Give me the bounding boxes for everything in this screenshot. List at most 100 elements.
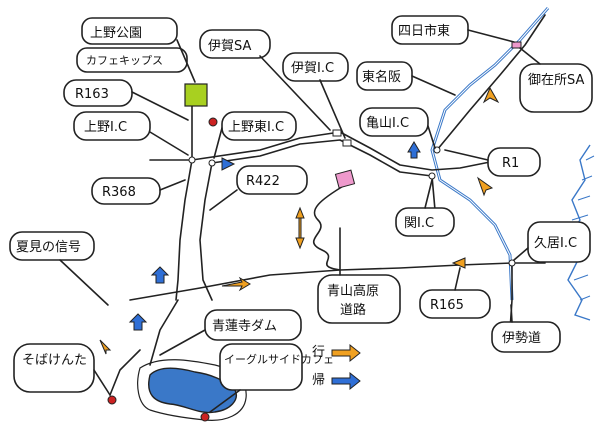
leader-ise — [510, 304, 513, 323]
higashi-meihan — [436, 14, 546, 151]
return-arrow — [150, 266, 170, 284]
return-arrow — [128, 313, 148, 331]
label-iga-ic: 伊賀I.C — [291, 61, 334, 76]
outbound-arrow — [482, 86, 500, 104]
label-aoyama-road: 道路 — [340, 302, 366, 318]
junction-dot — [208, 159, 216, 167]
leader-natsumi — [59, 259, 109, 306]
dam-road-2 — [109, 349, 141, 396]
label-ueno-park: 上野公園 — [90, 26, 142, 41]
leader-r1 — [444, 149, 489, 161]
label-bubble-r368 — [91, 177, 161, 205]
outbound-arrow — [295, 206, 305, 250]
label-soba-kentai: そばけんた — [22, 353, 87, 368]
label-kameyama-ic: 亀山I.C — [366, 116, 409, 131]
return-arrow — [451, 257, 466, 269]
label-bubble-ueno-higashi-ic — [221, 111, 297, 141]
leader-hisai — [513, 247, 529, 261]
red-location-dot — [200, 412, 210, 422]
return-arrow — [221, 157, 236, 171]
red-location-dot — [107, 395, 117, 405]
label-r163: R163 — [75, 87, 109, 102]
junction-dot — [428, 172, 436, 180]
leader-r165 — [454, 267, 461, 291]
label-bubble-ueno-park — [81, 17, 178, 45]
outbound-arrow — [221, 276, 251, 292]
label-bubble-cafe-kippus — [76, 47, 188, 73]
label-bubble-kameyama — [359, 107, 429, 137]
label-bubble-ise — [491, 321, 561, 353]
leader-kameyama — [427, 125, 436, 149]
label-bubble-dam — [204, 309, 302, 341]
toll-gate-icon — [342, 139, 352, 147]
dam-road — [149, 299, 179, 366]
label-eagleside-cafe: イーグルサイドカフェ — [224, 352, 334, 366]
label-gozaisho-sa: 御在所SA — [528, 73, 584, 88]
legend-return-arrow — [331, 371, 361, 391]
label-bubble-iga-sa — [199, 29, 271, 59]
label-aoyama-kogen: 青山高原 — [327, 283, 379, 299]
ise-road-south — [509, 262, 513, 331]
label-cafe-kippus: カフェキップス — [86, 54, 163, 67]
label-bubble-ueno-ic — [73, 111, 151, 141]
label-higashi-meihan: 東名阪 — [362, 69, 401, 85]
label-bubble-soba — [13, 343, 95, 393]
label-bubble-iga-ic — [282, 52, 349, 82]
label-hisai-ic: 久居I.C — [534, 236, 577, 251]
label-bubble-r1 — [487, 147, 541, 177]
leader-dam — [159, 329, 206, 356]
label-iga-sa: 伊賀SA — [208, 39, 251, 54]
label-r368: R368 — [102, 185, 136, 200]
label-bubble-aoyama — [317, 274, 401, 324]
leader-r163 — [131, 91, 189, 121]
leader-iga-ic — [319, 79, 346, 139]
aoyama-winding-road — [313, 184, 346, 271]
toll-gate-icon — [511, 41, 522, 49]
label-ueno-ic: 上野I.C — [84, 120, 127, 135]
meihan-expressway — [149, 131, 491, 171]
label-r422: R422 — [246, 174, 280, 189]
leader-ueno-higashi-ic — [213, 127, 223, 159]
leader-yokkaichi — [467, 29, 515, 43]
river-inner — [431, 7, 549, 301]
label-bubble-natsumi — [9, 231, 95, 261]
meihan-expressway-parallel — [211, 139, 433, 177]
lake-shore — [137, 359, 247, 421]
label-ise-road: 伊勢道 — [502, 331, 541, 346]
leader-r422 — [209, 189, 238, 211]
label-bubble-eagle-cafe — [219, 343, 303, 391]
leader-r368 — [159, 179, 186, 191]
water-lake — [148, 367, 237, 414]
junction-dot — [188, 156, 196, 164]
leader-ueno-ic — [149, 131, 189, 156]
leader-iga-sa — [259, 55, 331, 131]
label-seki-ic: 関I.C — [404, 216, 434, 231]
label-shorenji-dam: 青蓮寺ダム — [212, 319, 277, 334]
label-bubble-gozaisho — [519, 63, 593, 113]
leader-seki — [424, 179, 433, 209]
red-location-dot — [208, 117, 218, 127]
label-ueno-higashi-ic: 上野東I.C — [228, 119, 284, 135]
label-bubble-hisai — [527, 221, 591, 263]
leader-higashi-meihan — [411, 75, 456, 96]
return-arrow — [407, 141, 421, 159]
leader-eagle-cafe — [209, 389, 241, 413]
outbound-arrow — [99, 339, 112, 355]
pink-highland-marker — [334, 169, 356, 189]
leader-ueno-park — [176, 39, 196, 83]
legend-return-label: 帰 — [312, 372, 325, 388]
green-park-marker — [184, 83, 208, 107]
label-r1: R1 — [502, 156, 519, 171]
leader-soba — [93, 369, 111, 396]
legend-outbound-label: 行 — [312, 345, 325, 360]
leader-gozaisho — [519, 47, 541, 65]
label-yokkaichi-higashi: 四日市東 — [398, 23, 450, 39]
legend-outbound-arrow — [331, 343, 361, 363]
label-bubble-r163 — [63, 79, 133, 107]
label-natsumi-signal: 夏見の信号 — [16, 240, 81, 255]
junction-dot — [508, 259, 516, 267]
label-r165: R165 — [430, 298, 464, 313]
toll-gate-icon — [332, 129, 342, 137]
road-r422 — [199, 162, 213, 301]
